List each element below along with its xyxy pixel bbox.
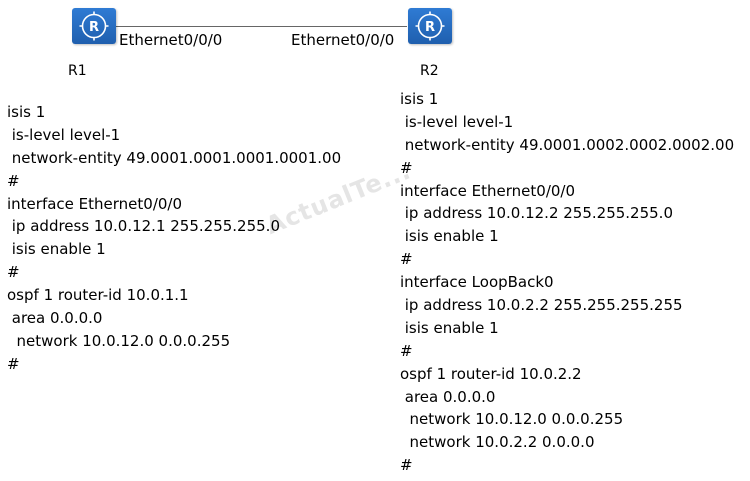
- r1-name-label: R1: [68, 63, 87, 79]
- config-line: ospf 1 router-id 10.0.1.1: [7, 286, 189, 305]
- config-line: ip address 10.0.12.1 255.255.255.0: [7, 217, 280, 236]
- config-line: isis enable 1: [400, 227, 499, 246]
- config-line: #: [400, 456, 413, 475]
- config-line: interface LoopBack0: [400, 273, 554, 292]
- router-r1-icon: R: [72, 8, 116, 44]
- config-line: isis enable 1: [400, 318, 499, 337]
- config-line: #: [7, 354, 20, 373]
- config-line: interface Ethernet0/0/0: [400, 181, 576, 200]
- config-line: #: [400, 250, 413, 269]
- config-line: isis 1: [400, 90, 439, 108]
- router-r1-letter: R: [89, 20, 99, 35]
- config-line: network 10.0.12.0 0.0.0.255: [7, 331, 231, 350]
- config-line: network-entity 49.0001.0002.0002.0002.00: [400, 135, 735, 154]
- r2-name-label: R2: [420, 63, 439, 79]
- config-line: interface Ethernet0/0/0: [7, 194, 183, 213]
- r1-config-block: isis 1 is-level level-1 network-entity 4…: [7, 101, 341, 376]
- r1-port-label: Ethernet0/0/0: [119, 31, 223, 49]
- router-r2-icon: R: [408, 8, 452, 44]
- config-line: ip address 10.0.2.2 255.255.255.255: [400, 296, 683, 315]
- config-line: network 10.0.2.2 0.0.0.0: [400, 433, 595, 452]
- r2-port-label: Ethernet0/0/0: [291, 31, 395, 49]
- ethernet-link: [116, 26, 407, 27]
- config-line: isis 1: [7, 103, 46, 121]
- config-line: ip address 10.0.12.2 255.255.255.0: [400, 204, 673, 223]
- config-line: #: [7, 263, 20, 282]
- r2-config-block: isis 1 is-level level-1 network-entity 4…: [400, 88, 734, 477]
- config-line: area 0.0.0.0: [400, 387, 496, 406]
- config-line: area 0.0.0.0: [7, 309, 103, 328]
- config-line: #: [400, 158, 413, 177]
- config-line: isis enable 1: [7, 240, 106, 259]
- config-line: ospf 1 router-id 10.0.2.2: [400, 364, 582, 383]
- router-r2-letter: R: [425, 20, 435, 35]
- config-line: #: [400, 341, 413, 360]
- config-line: is-level level-1: [7, 125, 121, 144]
- config-line: network 10.0.12.0 0.0.0.255: [400, 410, 624, 429]
- config-line: is-level level-1: [400, 112, 514, 131]
- config-line: network-entity 49.0001.0001.0001.0001.00: [7, 148, 342, 167]
- config-line: #: [7, 171, 20, 190]
